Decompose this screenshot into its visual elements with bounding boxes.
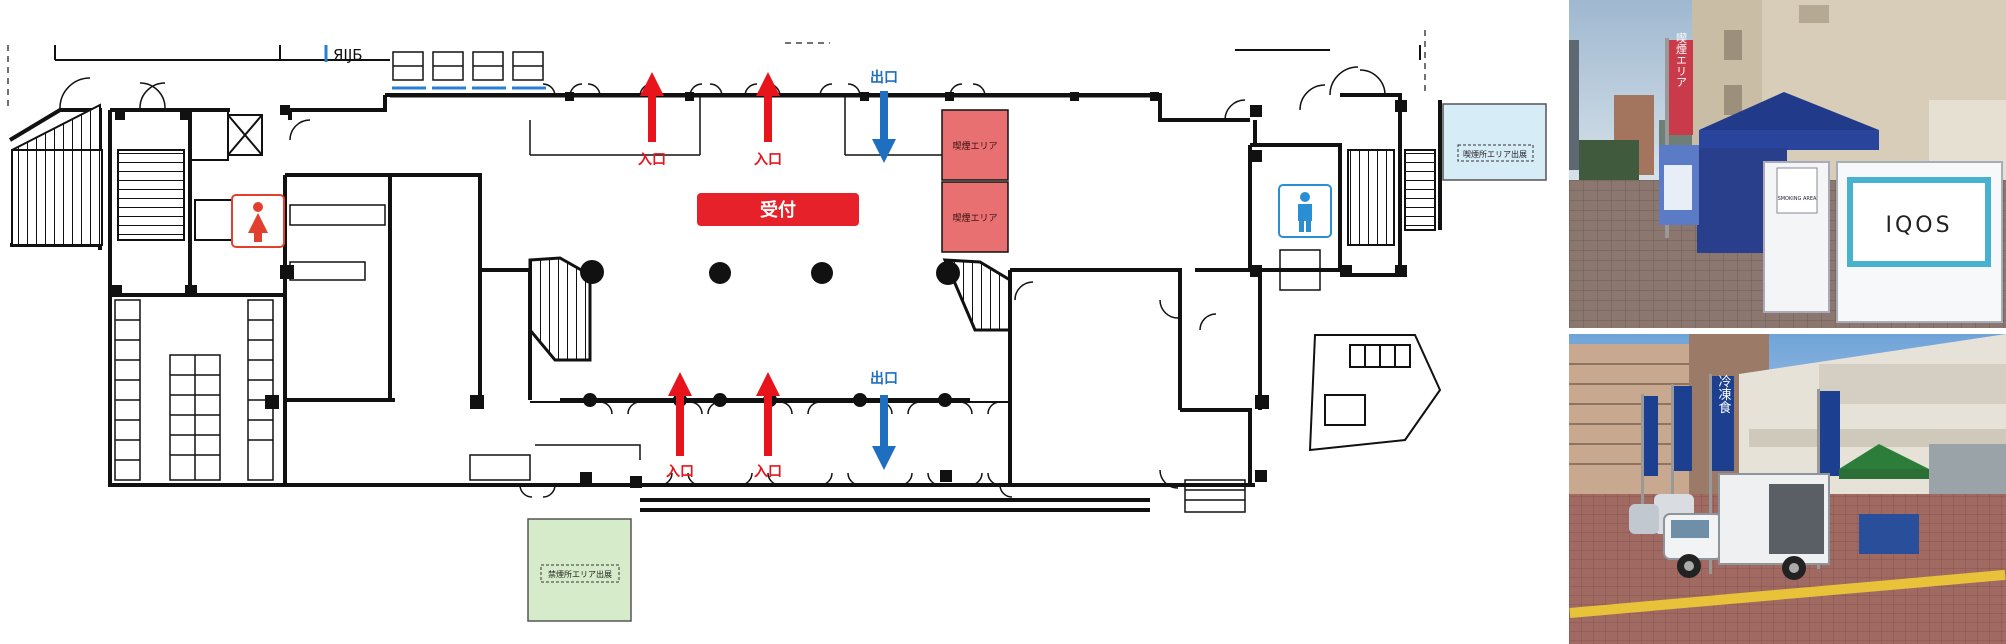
right-detached-restroom	[1308, 334, 1442, 452]
floor-plan: ЯIJБ	[7, 30, 1547, 622]
entrance-arrow-bottom-1	[668, 372, 692, 456]
outdoor-bottom-label: 禁煙所エリア出展	[548, 569, 612, 579]
stairs	[11, 103, 1436, 362]
exit-label-bottom: 出口	[870, 370, 898, 387]
restroom-stalls	[114, 204, 1321, 481]
photo2-banner-text: 冷凍食	[1716, 375, 1732, 414]
female-restroom-icon	[231, 194, 285, 248]
site-boundary	[7, 30, 1426, 110]
reception-label: 受付	[760, 199, 796, 221]
exit-arrow-bottom	[872, 395, 896, 470]
photo-smoking-booth: 喫煙エリア SMOKING AREA IQOS	[1569, 0, 2006, 328]
door-swings	[59, 66, 1386, 489]
stair-sign: ЯIJБ	[333, 46, 363, 64]
entrance-label-top-1: 入口	[638, 152, 666, 168]
male-restroom-icon	[1278, 184, 1332, 238]
exit-arrow-top	[872, 91, 896, 163]
outdoor-right-label: 喫煙所エリア出展	[1463, 149, 1527, 159]
smoking-zone-label-1: 喫煙エリア	[952, 140, 997, 152]
tables-top	[392, 51, 544, 81]
entrance-label-bottom-2: 入口	[754, 464, 782, 480]
smoking-zone-label-2: 喫煙エリア	[952, 212, 997, 224]
photo1-small-sign: SMOKING AREA	[1778, 196, 1817, 202]
facade-bottom	[265, 393, 1269, 513]
photo-food-truck: 冷凍食	[1569, 334, 2006, 644]
photo1-banner-text: 喫煙エリア	[1675, 32, 1688, 87]
entrance-arrow-top-1	[640, 72, 664, 142]
smoking-zone: 喫煙エリア 喫煙エリア	[941, 109, 1009, 253]
entrance-arrow-bottom-2	[756, 372, 780, 456]
photo1-booth-logo: IQOS	[1885, 213, 1952, 238]
hall-columns	[110, 100, 1407, 297]
outdoor-area-bottom: 禁煙所エリア出展	[527, 518, 632, 622]
entrance-label-top-2: 入口	[754, 152, 782, 168]
entrance-label-bottom-1: 入口	[666, 464, 694, 480]
reception: 受付	[697, 193, 859, 226]
exit-label-top: 出口	[870, 69, 898, 86]
entrance-arrow-top-2	[756, 72, 780, 142]
outdoor-area-right: 喫煙所エリア出展	[1442, 103, 1547, 181]
